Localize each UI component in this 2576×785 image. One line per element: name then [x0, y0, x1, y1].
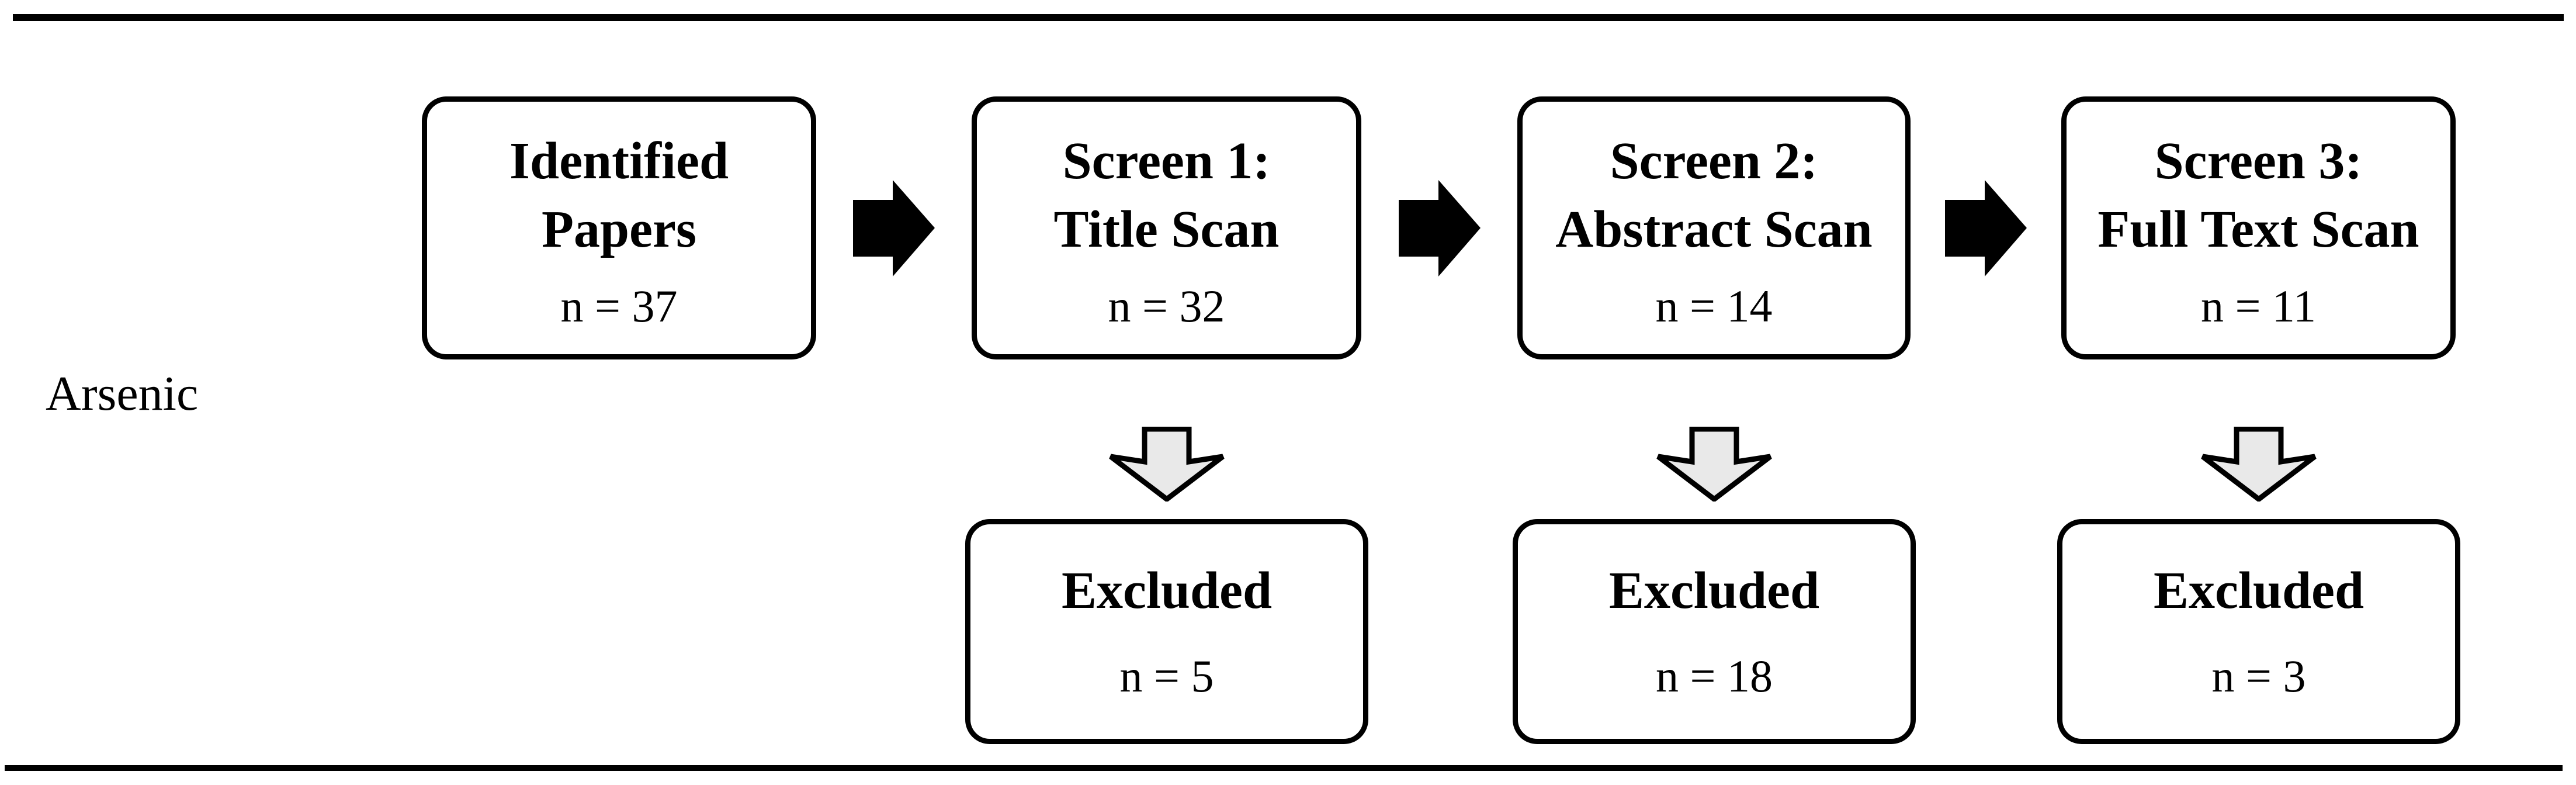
stage-box-abstract-scan: Screen 2: Abstract Scan n = 14 [1517, 96, 1911, 359]
down-arrow-icon [1656, 427, 1773, 502]
stage-title-line2: Abstract Scan [1555, 200, 1873, 258]
stage-box-full-text-scan: Screen 3: Full Text Scan n = 11 [2061, 96, 2456, 359]
stage-title-line1: Identified [509, 132, 729, 190]
stage-title-line2: Title Scan [1053, 200, 1280, 258]
excluded-count: n = 18 [1656, 650, 1773, 701]
excluded-box-abstract-scan: Excluded n = 18 [1513, 519, 1916, 744]
right-arrow-icon [1945, 180, 2027, 276]
excluded-box-full-text-scan: Excluded n = 3 [2057, 519, 2460, 744]
stage-title-line1: Screen 1: [1062, 132, 1271, 190]
excluded-count: n = 5 [1119, 650, 1214, 701]
excluded-count: n = 3 [2211, 650, 2306, 701]
excluded-box-title-scan: Excluded n = 5 [965, 519, 1368, 744]
stage-box-identified-papers: Identified Papers n = 37 [422, 96, 816, 359]
stage-count: n = 14 [1655, 281, 1773, 331]
bottom-rule [5, 765, 2563, 771]
stage-title-line1: Screen 2: [1610, 132, 1818, 190]
row-label-arsenic: Arsenic [46, 366, 199, 421]
stage-title-line2: Papers [542, 200, 696, 258]
stage-count: n = 32 [1108, 281, 1225, 331]
stage-title-line2: Full Text Scan [2097, 200, 2419, 258]
down-arrow-icon [1108, 427, 1225, 502]
right-arrow-icon [853, 180, 935, 276]
down-arrow-icon [2200, 427, 2317, 502]
excluded-label: Excluded [1608, 561, 1820, 620]
top-rule [13, 14, 2564, 21]
excluded-label: Excluded [2153, 561, 2364, 620]
right-arrow-icon [1399, 180, 1481, 276]
stage-count: n = 11 [2200, 281, 2317, 331]
excluded-label: Excluded [1061, 561, 1273, 620]
stage-box-title-scan: Screen 1: Title Scan n = 32 [972, 96, 1361, 359]
stage-count: n = 37 [560, 281, 678, 331]
stage-title-line1: Screen 3: [2154, 132, 2363, 190]
